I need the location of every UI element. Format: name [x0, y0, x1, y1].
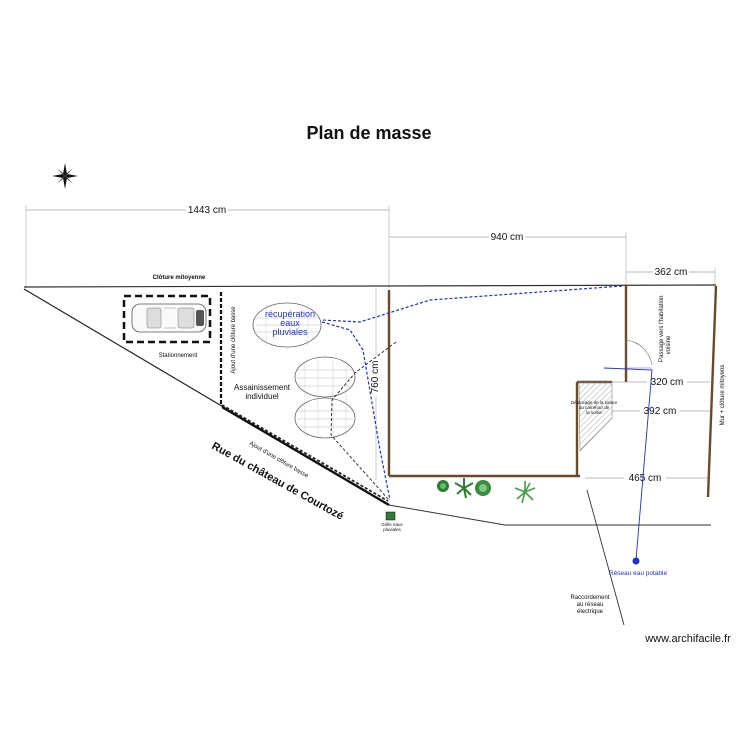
label-assainissement: Assainissement [234, 383, 291, 392]
label-passage: Passage vers l'habitation [659, 295, 665, 362]
dimension-940: 940 cm [389, 231, 627, 288]
dimension-1443: 1443 cm [25, 204, 390, 288]
deblocage-area [578, 381, 613, 452]
dimension-392: 392 cm [612, 405, 710, 417]
page-title: Plan de masse [306, 123, 431, 143]
dimension-465: 465 cm [585, 472, 708, 484]
svg-text:pluviales: pluviales [272, 327, 308, 337]
svg-text:électrique: électrique [577, 609, 604, 615]
rainwater-tank-icon [252, 302, 322, 348]
label-recuperation: récupération [265, 309, 315, 319]
svg-text:pluviales: pluviales [383, 527, 401, 532]
low-fence-diagonal [221, 404, 389, 502]
electric-line [586, 489, 625, 626]
label-raccordement: Raccordement [570, 595, 609, 601]
svg-text:au réseau: au réseau [577, 602, 604, 608]
svg-text:320 cm: 320 cm [651, 377, 684, 388]
boundary-bottom [388, 504, 506, 526]
plant-icon [514, 481, 536, 504]
svg-text:362 cm: 362 cm [655, 267, 688, 278]
rainwater-network [321, 285, 623, 323]
dimension-760: 760 cm [368, 356, 381, 396]
plant-icon [454, 478, 474, 499]
rainwater-network-branch [321, 321, 391, 501]
svg-text:465 cm: 465 cm [629, 473, 662, 484]
boundary-top [23, 284, 717, 288]
svg-text:760 cm: 760 cm [370, 361, 381, 394]
water-supply-line [603, 367, 653, 561]
car-icon [131, 303, 207, 333]
passage-door [625, 339, 653, 369]
svg-text:392 cm: 392 cm [644, 406, 677, 417]
svg-text:voisine: voisine [666, 335, 672, 354]
wastewater-pipe [330, 341, 397, 501]
label-mur-cloture: Mur + clôture mitoyens [720, 365, 726, 426]
parking-area [122, 294, 212, 344]
svg-text:940 cm: 940 cm [491, 232, 524, 243]
svg-text:la sortie: la sortie [586, 410, 602, 415]
watermark: www.archifacile.fr [644, 633, 731, 645]
svg-text:1443 cm: 1443 cm [188, 205, 226, 216]
label-cloture-mitoyenne: Clôture mitoyenne [153, 275, 206, 281]
street-name: Rue du château de Courtozé [210, 440, 346, 523]
svg-text:eaux: eaux [280, 318, 300, 328]
septic-system-icon [294, 356, 356, 439]
label-reseau-eau: Réseau eau potable [609, 570, 668, 577]
dimension-320: 320 cm [612, 376, 710, 388]
compass-rose-icon [52, 163, 78, 189]
label-ajout-cloture-vertical: Ajout d'une clôture basse [231, 306, 237, 374]
street-edge-heavy [221, 405, 390, 507]
label-stationnement: Stationnement [159, 353, 198, 359]
svg-text:Déblocage de la toiture: Déblocage de la toiture [571, 400, 618, 405]
rainwater-grate [385, 511, 396, 521]
water-meter [632, 557, 640, 565]
svg-text:du carrefour de: du carrefour de [579, 405, 610, 410]
svg-text:Grille eaux: Grille eaux [381, 522, 403, 527]
svg-text:individuel: individuel [245, 392, 279, 401]
plant-icon [437, 480, 449, 492]
plant-icon [475, 480, 491, 496]
wall-right-mur [706, 285, 718, 498]
